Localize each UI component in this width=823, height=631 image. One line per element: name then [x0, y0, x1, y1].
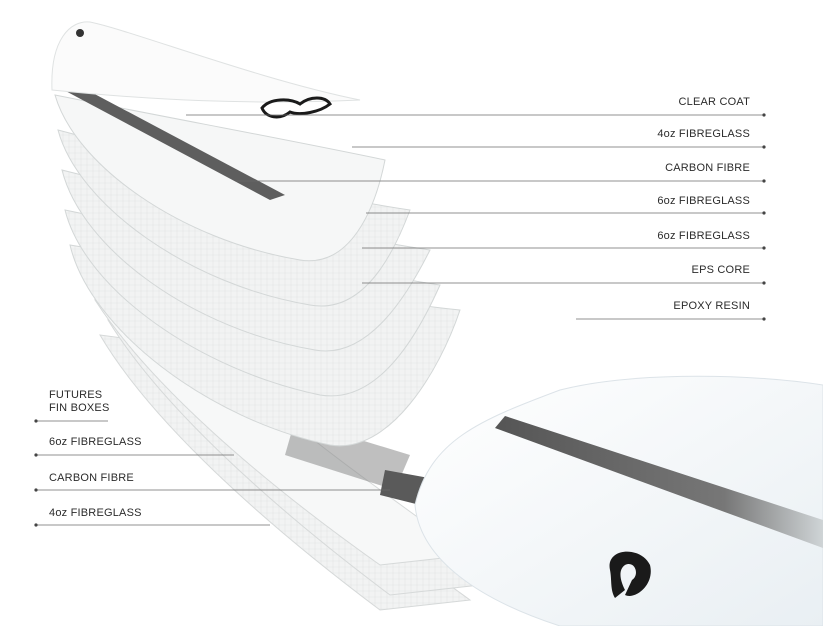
left-leader-lines: [36, 420, 390, 526]
label-6oz-fibreglass-bottom: 6oz FIBREGLASS: [49, 436, 142, 448]
label-eps-core: EPS CORE: [691, 264, 750, 276]
label-carbon-fibre-bottom: CARBON FIBRE: [49, 472, 134, 484]
label-futures-line2: FIN BOXES: [49, 402, 110, 414]
label-clear-coat: CLEAR COAT: [678, 96, 750, 108]
left-leader-dots: [34, 419, 38, 527]
leash-plug: [76, 29, 84, 37]
label-6oz-fibreglass-top-2: 6oz FIBREGLASS: [657, 230, 750, 242]
label-carbon-fibre-top: CARBON FIBRE: [665, 162, 750, 174]
carbon-stripe: [60, 82, 285, 200]
board-deck: [414, 375, 823, 627]
label-epoxy-resin: EPOXY RESIN: [673, 300, 750, 312]
board-nose: [51, 21, 361, 103]
top-layers: [51, 21, 461, 447]
deck-carbon-stripe: [495, 416, 823, 548]
right-leader-dots: [762, 113, 766, 321]
label-6oz-fibreglass-top-1: 6oz FIBREGLASS: [657, 195, 750, 207]
label-futures-fin-boxes: FUTURES FIN BOXES: [49, 389, 109, 415]
label-4oz-fibreglass-top: 4oz FIBREGLASS: [657, 128, 750, 140]
label-futures-line1: FUTURES: [49, 389, 103, 401]
label-4oz-fibreglass-bottom: 4oz FIBREGLASS: [49, 507, 142, 519]
tail-logo: [609, 551, 651, 598]
brand-logo: [260, 96, 332, 119]
right-leader-lines: [186, 114, 764, 320]
